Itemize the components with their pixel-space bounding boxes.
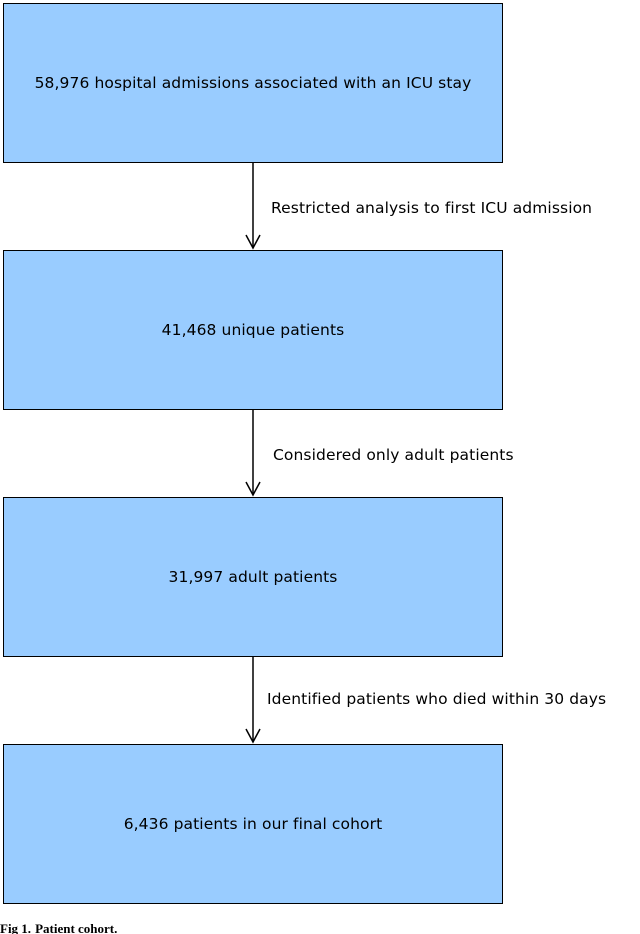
flow-box-text: 41,468 unique patients (161, 321, 345, 339)
flow-box-unique-patients: 41,468 unique patients (3, 250, 503, 410)
flow-box-text: 58,976 hospital admissions associated wi… (34, 74, 472, 92)
arrowhead-1 (245, 234, 261, 250)
arrowhead-3 (245, 728, 261, 744)
flow-box-admissions: 58,976 hospital admissions associated wi… (3, 3, 503, 163)
step-label-died-30-days: Identified patients who died within 30 d… (267, 690, 607, 708)
step-label-first-icu: Restricted analysis to first ICU admissi… (271, 199, 593, 217)
figure-caption: Fig 1.Patient cohort. (0, 921, 117, 934)
flow-box-text: 6,436 patients in our final cohort (123, 815, 383, 833)
arrowhead-2 (245, 481, 261, 497)
step-label-adult-only: Considered only adult patients (273, 446, 514, 464)
figure-label: Fig 1. (0, 921, 32, 934)
flow-box-final-cohort: 6,436 patients in our final cohort (3, 744, 503, 904)
figure-title: Patient cohort. (35, 921, 118, 934)
flow-box-text: 31,997 adult patients (168, 568, 338, 586)
flow-box-adult-patients: 31,997 adult patients (3, 497, 503, 657)
